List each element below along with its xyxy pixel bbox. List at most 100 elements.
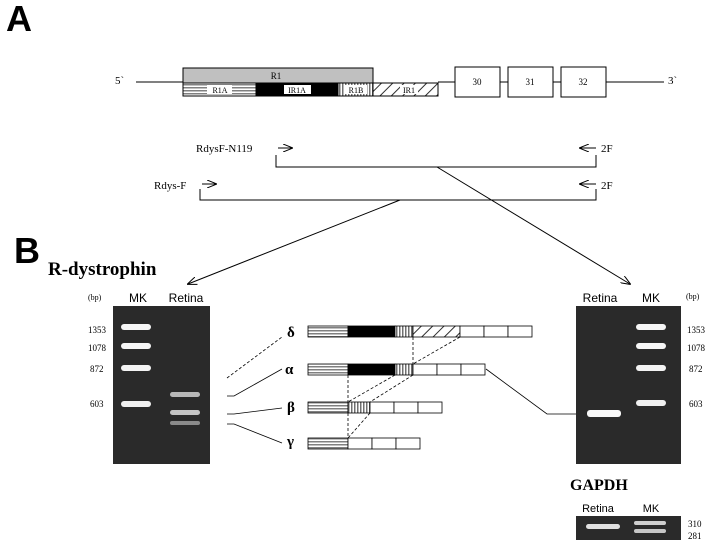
marker-band [636,400,666,406]
gamma-exon-31 [371,437,397,450]
marker-band [636,343,666,349]
primer-rdysf-n119-label: RdysF-N119 [196,143,253,155]
marker-band [121,365,151,371]
beta-exon-30 [369,401,395,414]
marker-band [636,324,666,330]
delta-ir1 [412,325,461,338]
left-gel-size-1078: 1078 [88,343,107,353]
retina-band [587,410,621,417]
pointer-arrow-to-right-gel [436,166,630,284]
left-gel-lane-marker: MK [129,291,147,305]
isoform-gamma-label: γ [286,434,294,450]
delta-exon-32 [507,325,533,338]
marker-band [634,521,666,525]
alignment-dashed-line [369,374,414,403]
r1b-label-bg [345,85,367,94]
band-to-delta-connector [226,336,283,379]
marker-band [636,365,666,371]
r1-label: R1 [271,71,282,81]
retina-band-gamma [170,421,200,425]
band-to-alpha-connector [227,368,283,397]
primer-2f-label-bottom: 2F [601,180,613,192]
left-gel-lane-sample: Retina [169,291,204,305]
gapdh-size-310: 310 [688,519,702,529]
ir1-label: IR1 [403,86,415,95]
right-gel-lane-sample: Retina [583,291,618,305]
panel-b-label: B [14,230,40,271]
delta-r1b [394,325,414,338]
ir1-label-bg [400,85,418,94]
r1a-label: R1A [212,86,227,95]
isoform-alpha-label: α [285,362,294,378]
left-gel-image [113,306,210,464]
exon-31-label: 31 [526,77,535,87]
left-gel-bp-unit: (bp) [88,293,102,302]
right-gel-size-1353: 1353 [687,325,706,335]
isoform-delta-label: δ [287,325,295,341]
isoform-beta-label: β [287,400,295,416]
gapdh-gel-image [576,516,681,540]
retina-band-beta [170,410,200,415]
marker-band [121,324,151,330]
marker-band [121,343,151,349]
alpha-exon-32 [460,363,486,376]
gapdh-size-281: 281 [688,531,702,541]
exon-30-box [454,66,501,98]
marker-band [121,401,151,407]
right-gel-size-603: 603 [689,399,703,409]
alignment-dashed-line [347,374,396,403]
retina-band-alpha [170,392,200,397]
exon-32-label: 32 [579,77,588,87]
gamma-exon-32 [395,437,421,450]
delta-ir1a [347,325,396,338]
alpha-to-right-gel-connector [485,368,577,415]
beta-r1a [307,401,349,414]
alpha-exon-30 [412,363,438,376]
alpha-ir1a [347,363,396,376]
right-gel-size-1078: 1078 [687,343,706,353]
primer-2f-label-top: 2F [601,143,613,155]
r1b-label: R1B [349,86,364,95]
right-gel-bp-unit: (bp) [686,292,700,301]
left-gel-size-603: 603 [90,399,104,409]
right-gel-lane-marker: MK [642,291,660,305]
alpha-r1b [394,363,414,376]
five-prime-label: 5` [115,75,124,87]
gapdh-lane-marker: MK [643,503,660,515]
left-gel-title: R-dystrophin [48,259,157,280]
three-prime-label: 3` [668,75,677,87]
gapdh-title: GAPDH [570,477,628,494]
alpha-r1a [307,363,349,376]
delta-r1a [307,325,349,338]
gamma-exon-30 [347,437,373,450]
amplicon-bracket-bottom [199,189,597,201]
ir1a-label-bg [284,85,311,94]
left-gel-size-1353: 1353 [88,325,107,335]
gapdh-lane-sample: Retina [582,503,615,515]
gamma-r1a [307,437,349,450]
beta-exon-31 [393,401,419,414]
ir1a-label: IR1A [288,86,306,95]
left-gel-size-872: 872 [90,364,104,374]
exon-30-label: 30 [473,77,483,87]
band-to-gamma-connector [227,423,283,444]
alpha-exon-31 [436,363,462,376]
r1a-label-bg [207,85,232,94]
pointer-arrow-to-left-gel [188,199,401,284]
right-gel-image [576,306,681,464]
alignment-dashed-line [347,412,371,439]
delta-exon-30 [459,325,485,338]
band-to-beta-connector [227,407,283,415]
exon-31-box [507,66,554,98]
gapdh-retina-band [586,524,620,529]
primer-rdys-f-label: Rdys-F [154,180,186,192]
right-gel-size-872: 872 [689,364,703,374]
amplicon-bracket-top [275,155,597,168]
alignment-dashed-line [412,336,461,365]
beta-r1b [347,401,371,414]
exon-32-box [560,66,607,98]
beta-exon-32 [417,401,443,414]
delta-exon-31 [483,325,509,338]
